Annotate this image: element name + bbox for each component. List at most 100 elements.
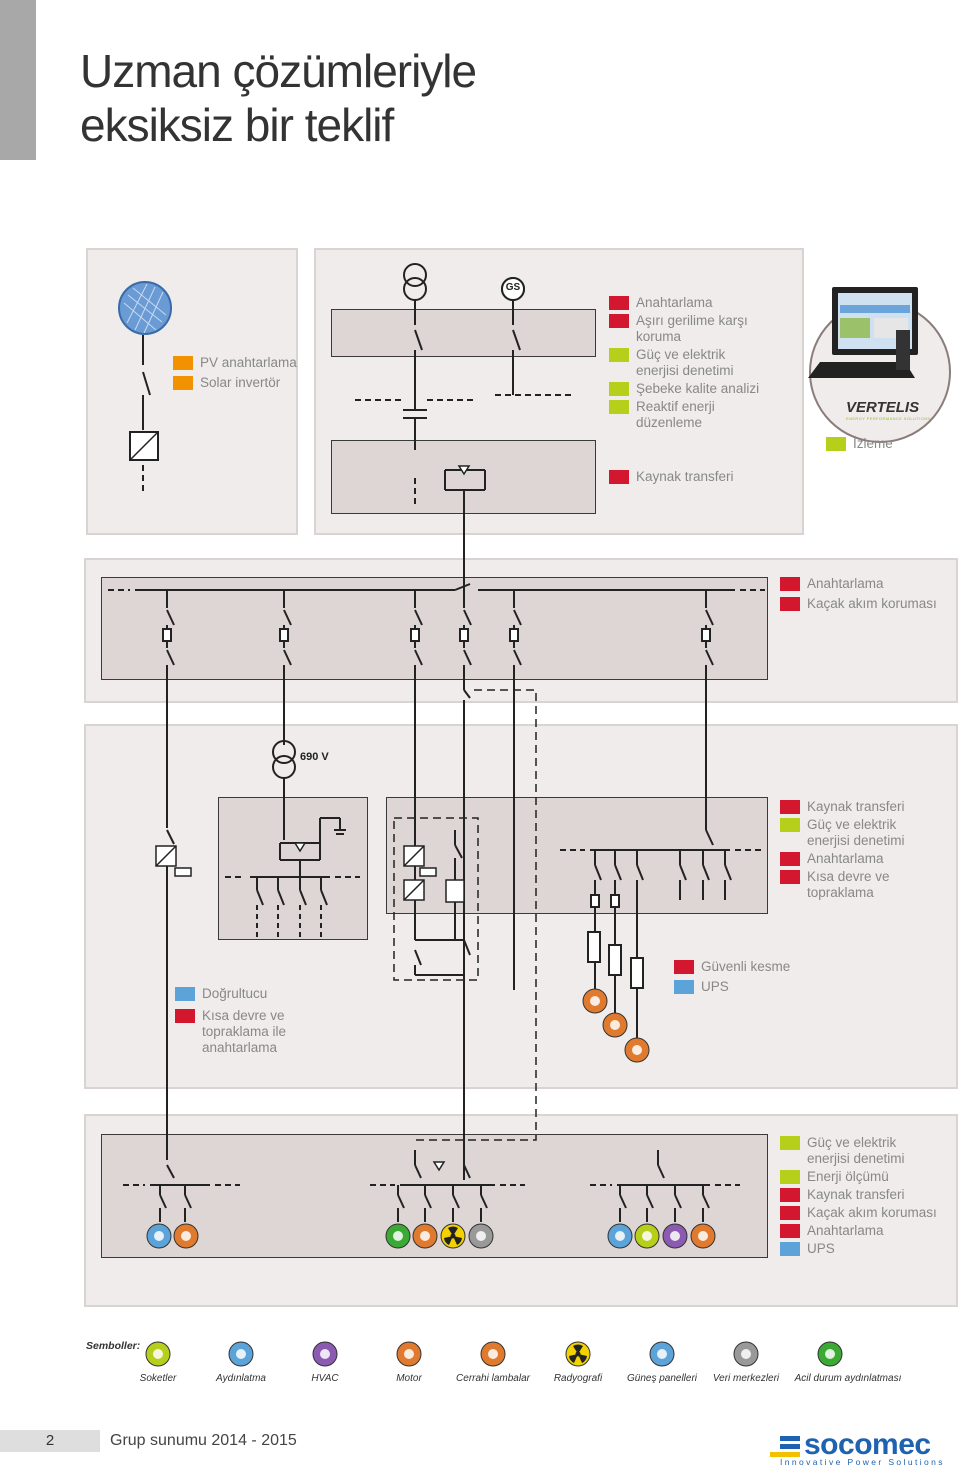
symbol-label-radiography: Radyografi [553,1373,603,1384]
legend-label: Güç ve elektrik enerjisi denetimi [807,817,905,848]
legend-label: Anahtarlama [807,576,884,591]
legend-label: Enerji ölçümü [807,1169,889,1184]
symbols-title: Semboller: [86,1340,141,1352]
legend-label: Aşırı gerilime karşı koruma [636,313,748,344]
legend-swatch [609,296,629,310]
legend-swatch [674,960,694,974]
legend-swatch [173,356,193,370]
legend-item: Güç ve elektrik enerjisi denetimi [780,1135,955,1167]
legend-swatch [826,437,846,451]
legend-label: Doğrultucu [202,986,268,1001]
socomec-tagline: Innovative Power Solutions [780,1457,945,1467]
transformer-voltage: 690 V [300,751,329,763]
symbol-label-hvac: HVAC [311,1373,339,1384]
rectifier-board [218,797,368,940]
legend-label: Kaynak transferi [807,799,905,814]
legend-swatch [780,1242,800,1256]
legend-item: Kısa devre ve topraklama ile anahtarlama [175,1008,305,1056]
legend-swatch [780,870,800,884]
ups-legend: Güvenli kesme UPS [674,959,824,999]
footer-text: Grup sunumu 2014 - 2015 [110,1432,297,1449]
source-legend: Anahtarlama Aşırı gerilime karşı koruma … [609,295,789,435]
legend-item: Anahtarlama [780,851,930,867]
legend-item: Güç ve elektrik enerjisi denetimi [609,347,789,379]
symbol-label-surgical: Cerrahi lambalar [456,1373,530,1384]
vertelis-logo-sub: ENERGY PERFORMANCE SOLUTIONS [846,416,931,421]
legend-label: Kısa devre ve topraklama [807,869,890,900]
legend-label: Anahtarlama [807,1223,884,1238]
legend-swatch [780,597,800,611]
legend-swatch [674,980,694,994]
vertelis-logo: VERTELIS [846,399,920,416]
legend-label: Reaktif enerji düzenleme [636,399,715,430]
legend-label: Kaynak transferi [636,469,734,484]
page-number: 2 [0,1430,100,1452]
legend-label: Kaynak transferi [807,1187,905,1202]
legend-item: Doğrultucu [175,986,305,1002]
legend-swatch [780,1224,800,1238]
legend-swatch [780,852,800,866]
legend-item: Kısa devre ve topraklama [780,869,930,901]
legend-label: UPS [807,1241,835,1256]
legend-swatch [780,1170,800,1184]
legend-swatch [780,577,800,591]
legend-item: Şebeke kalite analizi [609,381,789,397]
source-transfer-legend: Kaynak transferi [609,469,734,489]
symbol-label-lighting: Aydınlatma [216,1373,266,1384]
legend-item: Anahtarlama [780,576,955,592]
legend-item: Reaktif enerji düzenleme [609,399,789,431]
legend-item: Kaçak akım koruması [780,1205,955,1221]
legend-label: PV anahtarlama [200,355,297,370]
page-title: Uzman çözümleriyle eksiksiz bir teklif [80,44,477,152]
legend-swatch [780,800,800,814]
generator-label: GS [505,282,521,293]
title-line-2: eksiksiz bir teklif [80,99,394,151]
legend-label: Solar invertör [200,375,281,390]
legend-swatch [780,1136,800,1150]
title-line-1: Uzman çözümleriyle [80,45,477,97]
legend-label: İzleme [853,436,893,451]
main-busbar-box [101,577,768,680]
monitoring-legend: İzleme [826,436,893,456]
rectifier-legend: Doğrultucu Kısa devre ve topraklama ile … [175,986,305,1060]
pv-legend: PV anahtarlama Solar invertör [173,355,298,395]
legend-swatch [609,314,629,328]
legend-item: Anahtarlama [609,295,789,311]
legend-label: Kaçak akım koruması [807,1205,937,1220]
legend-swatch [175,1009,195,1023]
legend-item: Kaynak transferi [780,1187,955,1203]
side-accent-bar [0,0,36,160]
legend-item: UPS [780,1241,955,1257]
legend-item: Güç ve elektrik enerjisi denetimi [780,817,930,849]
legend-item: Kaynak transferi [609,469,734,485]
legend-label: Kaçak akım koruması [807,596,937,611]
legend-item: İzleme [826,436,893,452]
legend-item: Kaçak akım koruması [780,596,955,612]
legend-item: Anahtarlama [780,1223,955,1239]
symbol-label-motor: Motor [396,1373,422,1384]
legend-swatch [175,987,195,1001]
legend-label: UPS [701,979,729,994]
symbol-label-solar: Güneş panelleri [626,1373,698,1384]
symbol-label-sockets: Soketler [139,1373,177,1384]
legend-item: Güvenli kesme [674,959,824,975]
legend-label: Güvenli kesme [701,959,791,974]
source-busbar-1 [331,309,596,357]
legend-swatch [609,382,629,396]
legend-swatch [780,1206,800,1220]
legend-swatch [609,470,629,484]
legend-label: Şebeke kalite analizi [636,381,760,396]
legend-label: Güç ve elektrik enerjisi denetimi [807,1135,905,1166]
socomec-logo: socomec [804,1428,931,1461]
legend-swatch [609,400,629,414]
legend-item: PV anahtarlama [173,355,298,371]
legend-label: Güç ve elektrik enerjisi denetimi [636,347,734,378]
symbol-label-emergency: Acil durum aydınlatması [794,1373,902,1384]
legend-swatch [173,376,193,390]
legend-label: Kısa devre ve topraklama ile anahtarlama [202,1008,287,1055]
legend-item: Enerji ölçümü [780,1169,955,1185]
legend-swatch [780,818,800,832]
